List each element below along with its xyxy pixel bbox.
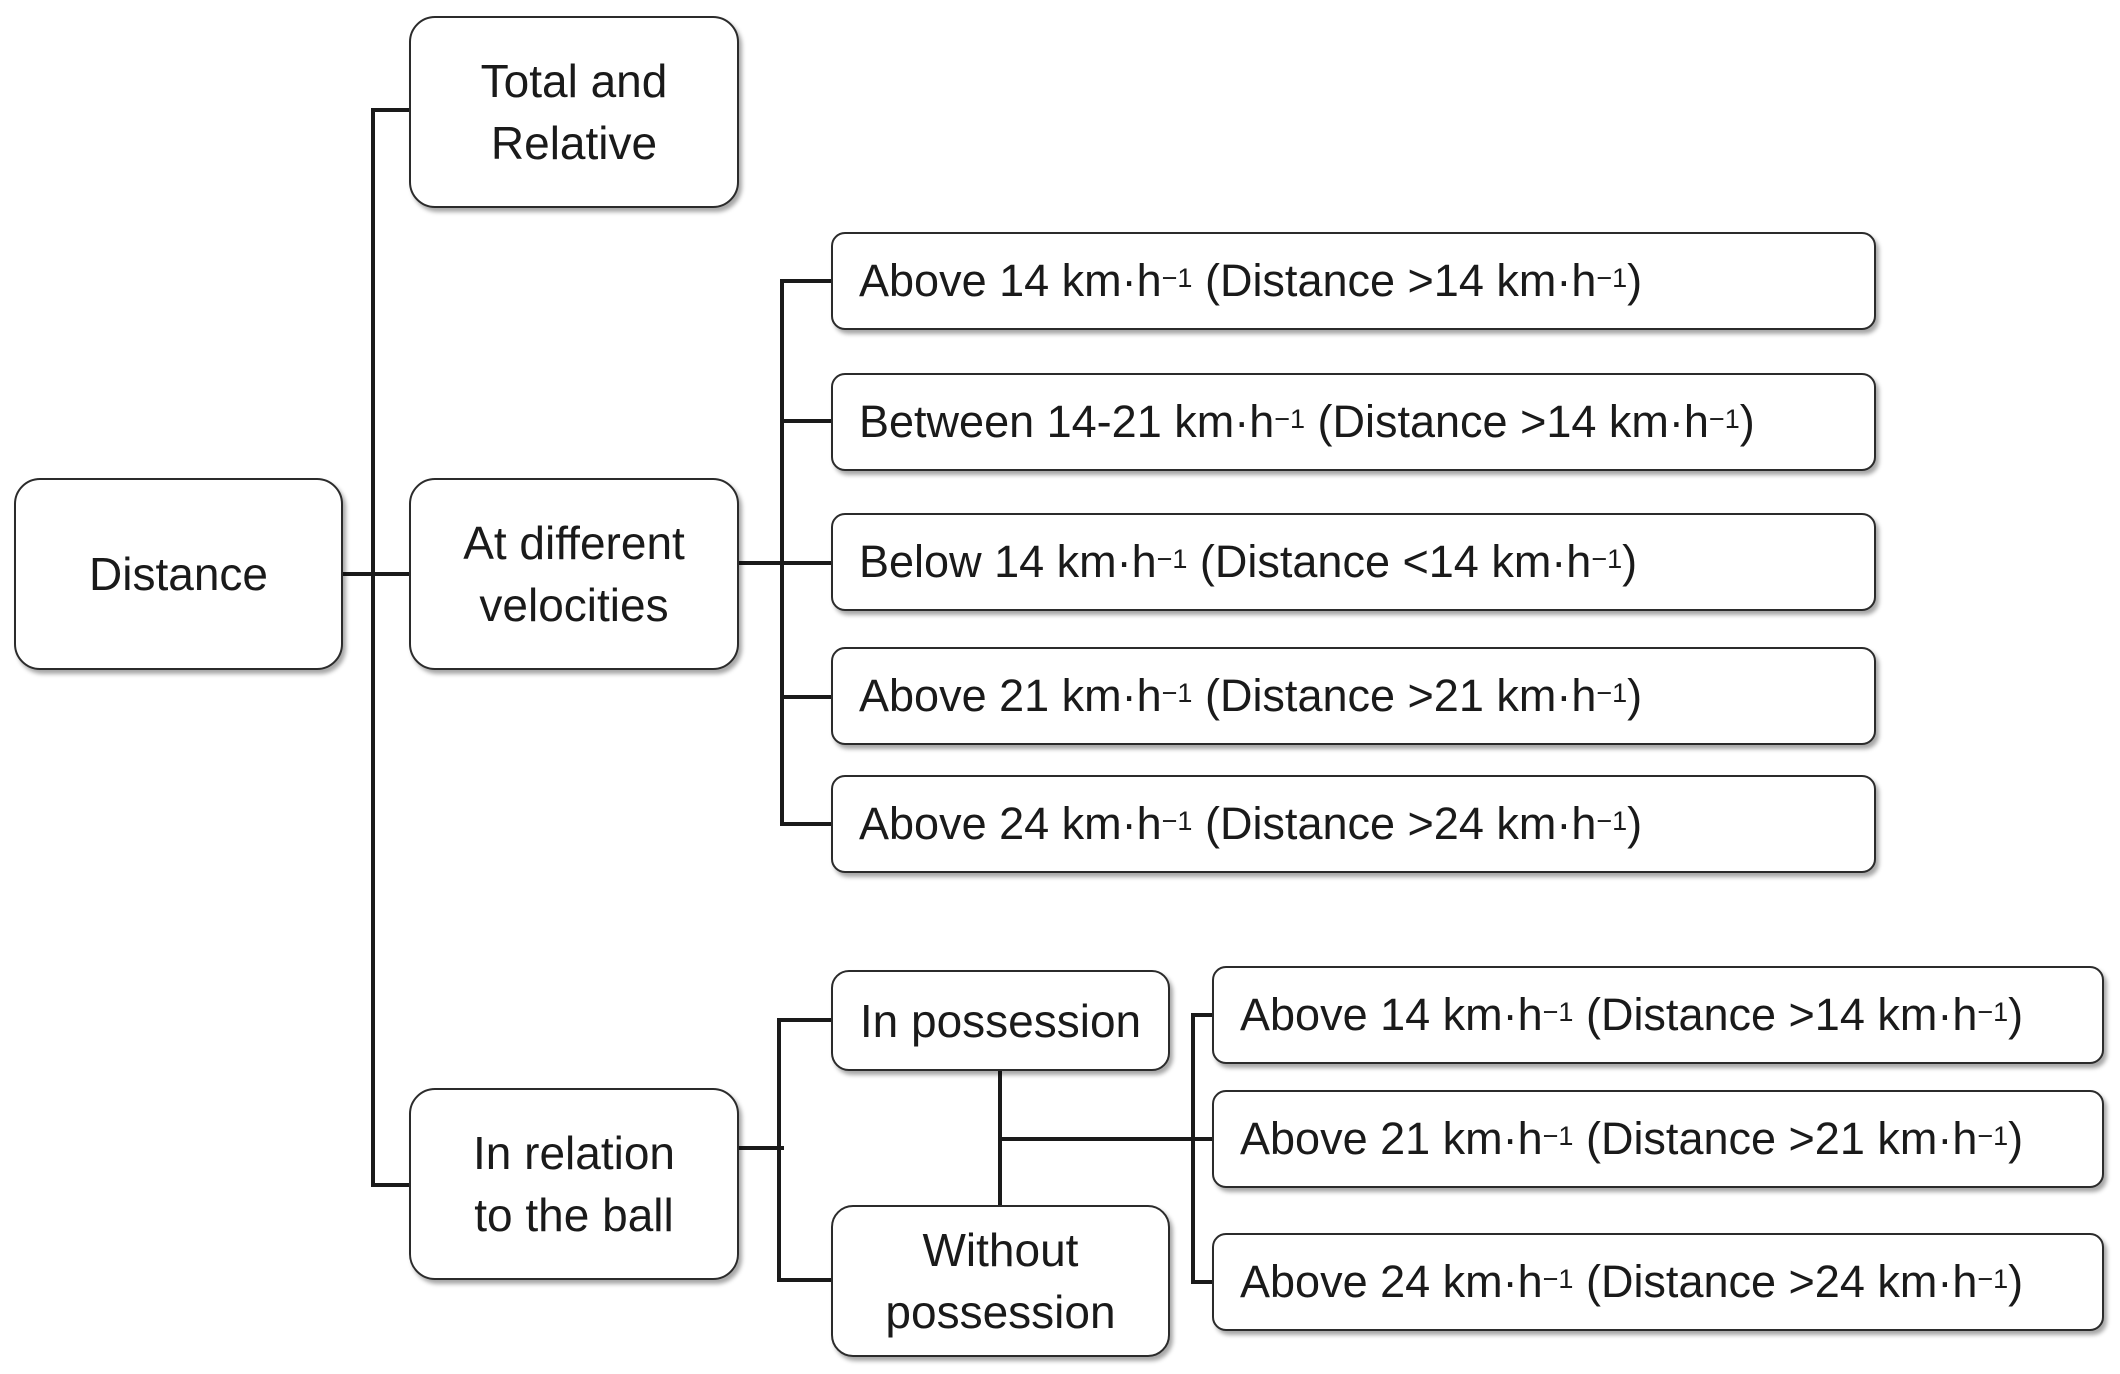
item-label: Above 14 km·h−1 (Distance >14 km·h−1) bbox=[859, 255, 1643, 306]
velocity-item-above-14: Above 14 km·h−1 (Distance >14 km·h−1) bbox=[831, 232, 1876, 330]
velocity-item-above-21: Above 21 km·h−1 (Distance >21 km·h−1) bbox=[831, 647, 1876, 745]
node-label: Total and Relative bbox=[480, 55, 668, 169]
velocity-item-between-14-21: Between 14-21 km·h−1 (Distance >14 km·h−… bbox=[831, 373, 1876, 471]
root-node-distance: Distance bbox=[14, 478, 343, 670]
velocity-item-above-24: Above 24 km·h−1 (Distance >24 km·h−1) bbox=[831, 775, 1876, 873]
item-label: Between 14-21 km·h−1 (Distance >14 km·h−… bbox=[859, 396, 1755, 447]
node-label: At different velocities bbox=[463, 517, 685, 631]
root-node-label: Distance bbox=[89, 548, 268, 600]
item-label: Above 24 km·h−1 (Distance >24 km·h−1) bbox=[859, 798, 1643, 849]
node-label: Without possession bbox=[885, 1224, 1116, 1338]
possession-item-above-21: Above 21 km·h−1 (Distance >21 km·h−1) bbox=[1212, 1090, 2104, 1188]
item-label: Above 14 km·h−1 (Distance >14 km·h−1) bbox=[1240, 989, 2024, 1040]
node-in-possession: In possession bbox=[831, 970, 1170, 1071]
node-without-possession: Without possession bbox=[831, 1205, 1170, 1357]
possession-item-above-24: Above 24 km·h−1 (Distance >24 km·h−1) bbox=[1212, 1233, 2104, 1331]
velocity-item-below-14: Below 14 km·h−1 (Distance <14 km·h−1) bbox=[831, 513, 1876, 611]
node-label: In relation to the ball bbox=[472, 1127, 675, 1241]
node-at-different-velocities: At different velocities bbox=[409, 478, 739, 670]
item-label: Above 24 km·h−1 (Distance >24 km·h−1) bbox=[1240, 1256, 2024, 1307]
node-label: In possession bbox=[859, 994, 1142, 1047]
item-label: Above 21 km·h−1 (Distance >21 km·h−1) bbox=[859, 670, 1643, 721]
item-label: Below 14 km·h−1 (Distance <14 km·h−1) bbox=[859, 536, 1638, 587]
possession-item-above-14: Above 14 km·h−1 (Distance >14 km·h−1) bbox=[1212, 966, 2104, 1064]
item-label: Above 21 km·h−1 (Distance >21 km·h−1) bbox=[1240, 1113, 2024, 1164]
node-total-and-relative: Total and Relative bbox=[409, 16, 739, 208]
node-in-relation-to-the-ball: In relation to the ball bbox=[409, 1088, 739, 1280]
